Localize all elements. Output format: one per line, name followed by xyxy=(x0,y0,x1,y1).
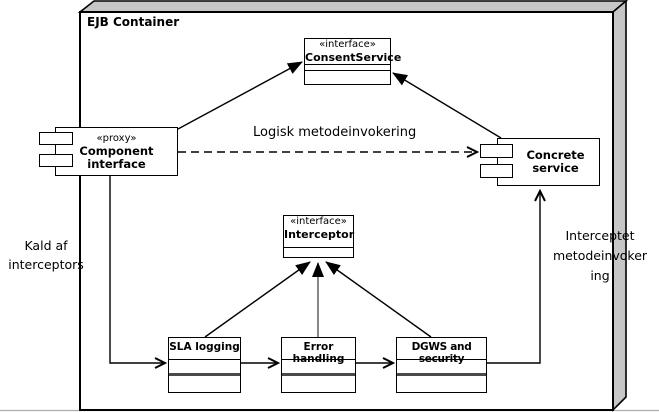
concrete-service-header: Concrete service xyxy=(498,149,599,175)
consent-service-operations xyxy=(305,70,390,84)
label-kald-line1: Kald af xyxy=(24,238,68,253)
node-concrete-service: Concrete service xyxy=(497,138,600,186)
sla-logging-attributes xyxy=(169,359,240,373)
dgws-security-operations xyxy=(397,376,486,392)
label-interceptet-line2: metodeinvoker xyxy=(552,248,648,263)
consent-service-stereotype: «interface» xyxy=(319,39,376,50)
sla-logging-operations xyxy=(169,376,240,392)
component-interface-port-icon xyxy=(39,154,73,167)
interceptor-name: Interceptor xyxy=(284,228,355,241)
concrete-service-port-icon xyxy=(480,164,513,178)
dgws-security-attributes xyxy=(397,359,486,373)
node-dgws-security: DGWS and security xyxy=(396,337,487,393)
error-handling-divider xyxy=(282,373,355,376)
concrete-service-name-line2: service xyxy=(532,161,579,175)
sla-logging-divider xyxy=(169,373,240,376)
node-error-handling: Error handling xyxy=(281,337,356,393)
edge-componentinterface-to-slalogging xyxy=(109,175,165,363)
edge-concreteservice-to-consentservice xyxy=(392,72,502,139)
sla-logging-name: SLA logging xyxy=(169,341,240,353)
consent-service-header: «interface» ConsentService xyxy=(305,39,402,64)
component-interface-port-icon xyxy=(39,132,73,145)
edge-dgws-to-interceptor xyxy=(325,261,432,338)
dgws-security-divider xyxy=(397,373,486,376)
component-interface-name-line1: Component xyxy=(79,143,154,158)
error-handling-attributes xyxy=(282,359,355,373)
interceptor-header: «interface» Interceptor xyxy=(284,216,355,247)
edge-slalogging-to-interceptor xyxy=(204,261,311,338)
label-interceptet-line3: ing xyxy=(590,268,610,283)
node-component-interface: «proxy» Component interface xyxy=(55,127,178,176)
edge-componentinterface-to-consentservice xyxy=(177,61,303,130)
label-kald-af-interceptors: Kald af interceptors xyxy=(4,236,88,274)
node-interceptor: «interface» Interceptor xyxy=(283,215,354,258)
label-logisk-metodeinvokering: Logisk metodeinvokering xyxy=(253,125,417,140)
label-interceptet-metodeinvokering: Interceptet metodeinvoker ing xyxy=(545,226,655,286)
component-interface-name-line2: interface xyxy=(87,156,146,171)
label-kald-line2: interceptors xyxy=(8,257,84,272)
concrete-service-name-line1: Concrete xyxy=(526,148,585,162)
node-consent-service: «interface» ConsentService xyxy=(304,38,402,85)
consent-service-name: ConsentService xyxy=(305,51,402,64)
ejb-container-label: EJB Container xyxy=(87,15,180,29)
interceptor-operations xyxy=(284,247,353,257)
label-interceptet-line1: Interceptet xyxy=(565,228,635,243)
component-interface-header: «proxy» Component interface xyxy=(56,133,177,171)
component-interface-stereotype: «proxy» xyxy=(96,132,137,144)
interceptor-stereotype: «interface» xyxy=(290,216,347,227)
node-sla-logging: SLA logging xyxy=(168,337,241,393)
dgws-security-name: DGWS and security xyxy=(411,341,472,365)
error-handling-name: Error handling xyxy=(292,341,345,365)
consent-service-attributes xyxy=(305,64,390,70)
error-handling-operations xyxy=(282,376,355,392)
concrete-service-port-icon xyxy=(480,144,513,158)
edge-dgws-to-concreteservice xyxy=(487,191,540,364)
